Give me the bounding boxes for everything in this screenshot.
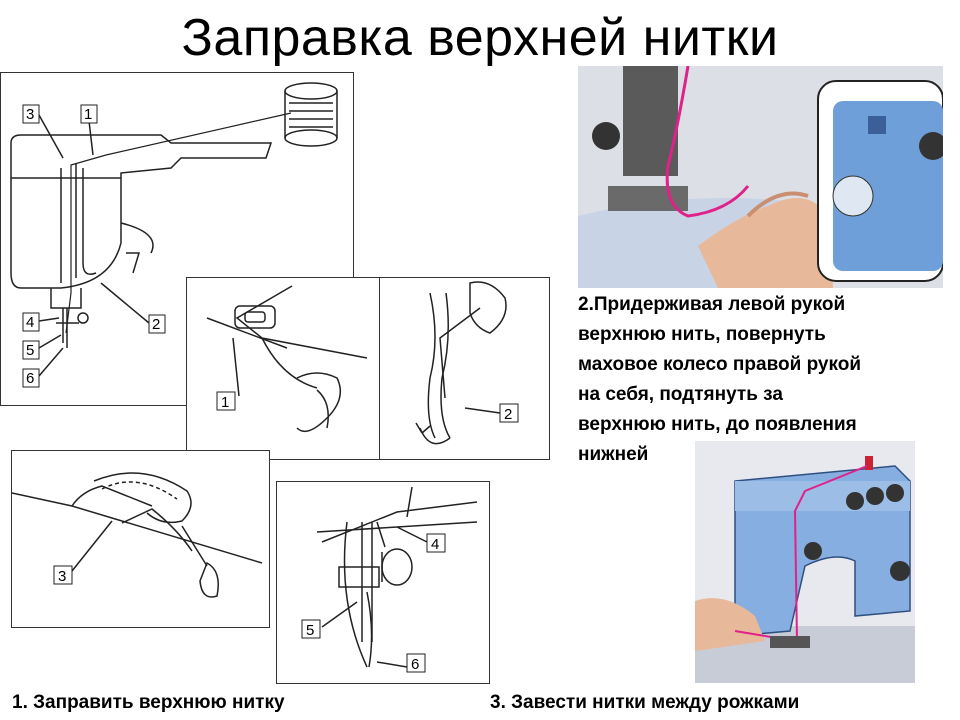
- detail-callout-5: 5: [306, 622, 314, 639]
- step-1-caption: 1. Заправить верхнюю нитку: [12, 692, 285, 713]
- step-2-line-2: верхнюю нить, повернуть: [578, 324, 826, 345]
- detail-callout-4: 4: [431, 536, 439, 553]
- detail-callout-1: 1: [221, 394, 229, 411]
- machine-overview-drawing: 3 1 2 4 5 6: [10, 82, 338, 388]
- machine-overview-diagram: 3 1 2 4 5 6: [0, 72, 354, 406]
- step-2-line-5: верхнюю нить, до появления: [578, 414, 857, 435]
- detail-needle-diagram: 4 5 6: [276, 481, 490, 684]
- detail-thread-guide-diagram: 1: [186, 277, 380, 460]
- callout-6: 6: [26, 370, 34, 387]
- detail-callout-6: 6: [411, 656, 419, 673]
- step-2-line-3: маховое колесо правой рукой: [578, 354, 862, 375]
- step-2-caption: 2.Придерживая левой рукой верхнюю нить, …: [578, 290, 948, 470]
- callout-4: 4: [26, 314, 34, 331]
- step-2-line-1: 2.Придерживая левой рукой: [578, 294, 846, 315]
- detail-guide-drawing: 1: [206, 285, 368, 433]
- detail-guide-3-diagram: 3: [11, 450, 270, 628]
- step-3-caption: 3. Завести нитки между рожками: [490, 692, 800, 713]
- step-2-line-4: на себя, подтянуть за: [578, 384, 783, 405]
- callout-3: 3: [26, 106, 34, 123]
- detail-callout-3: 3: [58, 568, 66, 585]
- detail-callout-2: 2: [504, 406, 512, 423]
- photo-machine-threading: [695, 441, 915, 683]
- detail-takeup-drawing: 2: [415, 281, 519, 445]
- photo-hold-thread-drawing: [578, 66, 943, 288]
- page-title: Заправка верхней нитки: [181, 9, 779, 67]
- detail-take-up-diagram: 2: [379, 277, 550, 460]
- detail-needle-drawing: 4 5 6: [301, 486, 478, 673]
- callout-1: 1: [84, 106, 92, 123]
- callout-2: 2: [152, 316, 160, 333]
- detail-guide3-drawing: 3: [12, 472, 263, 598]
- photo-machine-drawing: [695, 441, 915, 683]
- callout-5: 5: [26, 342, 34, 359]
- step-2-line-6: нижней: [578, 444, 649, 465]
- photo-hold-thread: [578, 66, 943, 288]
